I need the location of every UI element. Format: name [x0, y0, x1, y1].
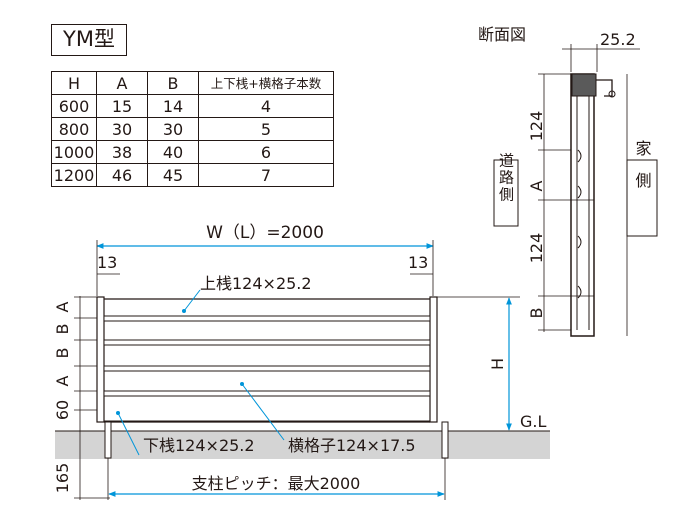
ground-label: G.L: [520, 412, 546, 431]
fence-type-title: YM型: [51, 24, 127, 56]
section-profile: [570, 73, 616, 337]
table-cell: 7: [198, 163, 334, 187]
table-cell: 800: [51, 117, 97, 141]
house-side-box: [626, 159, 658, 237]
lattice-rail-3: [103, 365, 431, 372]
house-side-label: 家側: [633, 140, 652, 204]
section-dim-124-upper: 124: [527, 111, 546, 142]
road-side-box: [493, 159, 519, 227]
top-rail-label: 上桟124×25.2: [200, 274, 312, 293]
section-vertical-dimensions: [538, 73, 628, 336]
table-row: 800 30 30 5: [51, 117, 334, 141]
lattice-rail-4: [103, 390, 431, 397]
fence-rails: [103, 315, 431, 422]
table-cell: 1000: [51, 140, 97, 164]
section-dim-a: A: [527, 180, 546, 191]
section-title: 断面図: [478, 25, 526, 44]
lattice-label: 横格子124×17.5: [288, 436, 416, 455]
fence-panel: [96, 296, 438, 423]
top-rail-leader-dot: [182, 309, 186, 313]
table-row: 600 15 14 4: [51, 94, 334, 118]
table-cell: 30: [96, 117, 148, 141]
left-dim-a-top: A: [53, 301, 72, 312]
table-row: 1000 38 40 6: [51, 140, 334, 164]
lattice-leader-dot: [240, 382, 244, 386]
post-pitch-label: 支柱ピッチ：最大2000: [192, 474, 361, 493]
width-extension-lines: [96, 240, 434, 296]
table-cell: 1200: [51, 163, 97, 187]
left-dim-a-bottom: A: [53, 375, 72, 386]
section-dim-b: B: [527, 308, 546, 319]
header-count: 上下桟+横格子本数: [198, 71, 334, 95]
table-cell: 4: [198, 94, 334, 118]
lattice-leader: [241, 383, 285, 441]
bottom-rail-label: 下桟124×25.2: [143, 436, 255, 455]
left-offset-label: 13: [97, 253, 117, 272]
left-dimension-lines: [74, 296, 110, 500]
post-depth-label: 165: [53, 463, 72, 494]
bottom-rail-leader: [117, 412, 140, 456]
header-b: B: [147, 71, 199, 95]
bottom-rail-leader-dot: [116, 411, 120, 415]
section-top-dimension: [562, 44, 640, 72]
table-row: 1200 46 45 7: [51, 163, 334, 187]
right-offset-label: 13: [408, 253, 428, 272]
left-dim-60: 60: [53, 400, 72, 420]
table-cell: 5: [198, 117, 334, 141]
table-cell: 14: [147, 94, 199, 118]
top-rail-leader: [183, 289, 201, 312]
table-cell: 46: [96, 163, 148, 187]
lattice-rail-1: [103, 315, 431, 322]
table-cell: 45: [147, 163, 199, 187]
section-dim-124-lower: 124: [527, 233, 546, 264]
post-pitch-extensions: [107, 458, 446, 500]
spec-table: H A B 上下桟+横格子本数 600 15 14 4 800 30 30 5 …: [51, 71, 334, 187]
ground-area: [55, 431, 550, 459]
left-dim-b-1: B: [53, 324, 72, 335]
road-side-label: 道路側: [497, 153, 515, 204]
width-label: W（L）=2000: [206, 223, 324, 243]
section-top-dim-label: 25.2: [600, 30, 636, 49]
left-dim-b-2: B: [53, 348, 72, 359]
height-label: H: [488, 358, 507, 370]
lattice-rail-2: [103, 339, 431, 346]
